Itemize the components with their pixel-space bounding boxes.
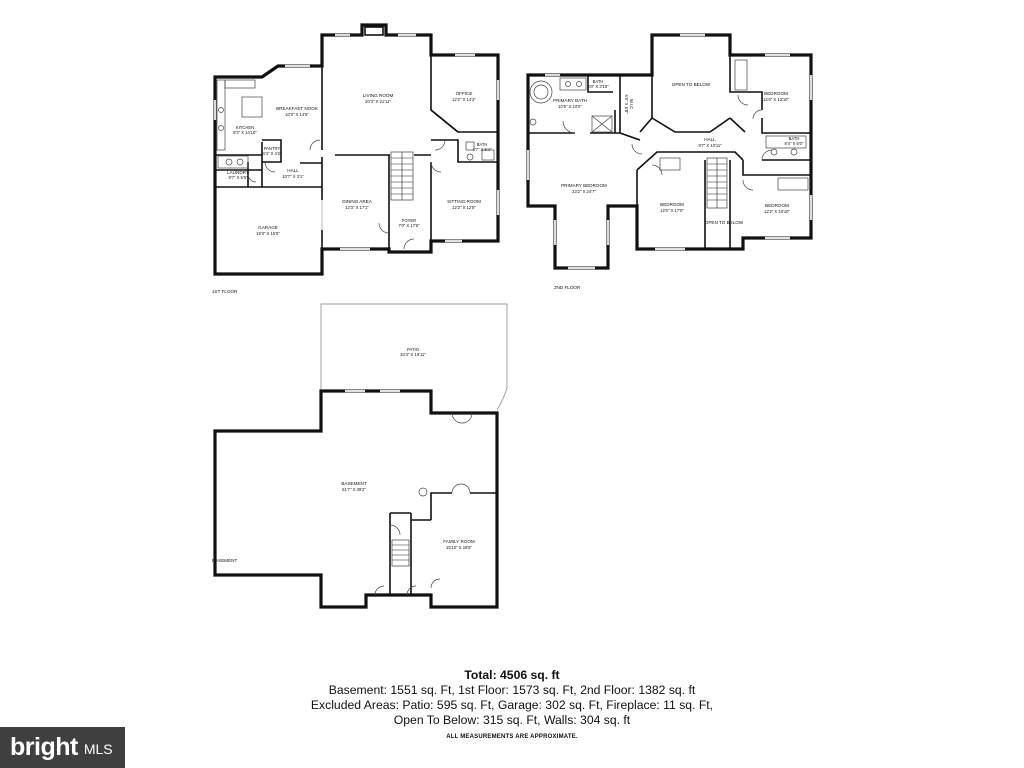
- room-name-hall-second: HALL: [704, 137, 716, 142]
- logo-secondary-text: MLS: [83, 741, 113, 757]
- logo-primary-text: bright: [10, 733, 78, 761]
- room-name-kitchen: KITCHEN: [236, 125, 254, 130]
- room-dims-wic: 6'6" X 6'8": [624, 94, 629, 114]
- room-dims-laundry: 8'7" X 5'5": [228, 175, 248, 180]
- hall-diagonal-walls: [639, 117, 746, 133]
- utility-circle: [418, 487, 428, 497]
- area-totals: Total: 4506 sq. ft Basement: 1551 sq. Ft…: [0, 668, 1024, 745]
- room-dims-basement: 51'7" X 39'2": [342, 487, 366, 492]
- office-diagonal-wall: [430, 109, 459, 133]
- room-dims-hall-second: 9'7" X 10'11": [698, 143, 722, 148]
- floor-label-basement: BASEMENT: [212, 558, 237, 563]
- room-dims-bedroom-ne: 14'6" X 13'10": [763, 97, 790, 102]
- patio-outline: [320, 303, 508, 411]
- room-name-bedroom-mid: BEDROOM: [660, 202, 684, 207]
- first-floor-inner-walls: [215, 55, 498, 249]
- room-dims-primary-bath: 10'6" X 10'0": [558, 104, 582, 109]
- room-name-living-room: LIVING ROOM: [363, 93, 394, 98]
- primary-bath-fixtures: [529, 77, 613, 133]
- first-floor-plan: BREAKFAST NOOK 10'3" X 14'6" KITCHEN 9'3…: [212, 23, 500, 294]
- second-floor-inner-walls: [528, 55, 811, 249]
- bright-mls-logo: bright MLS: [0, 727, 125, 768]
- basement-inner-walls: [389, 492, 497, 595]
- room-name-bedroom-se: BEDROOM: [765, 203, 789, 208]
- room-dims-breakfast-nook: 10'3" X 14'6": [285, 112, 309, 117]
- second-floor-windows: [526, 33, 813, 270]
- room-name-primary-bedroom: PRIMARY BEDROOM: [561, 183, 607, 188]
- room-name-open-to-below-top: OPEN TO BELOW: [672, 82, 711, 87]
- room-dims-kitchen: 9'3" X 14'10": [233, 130, 257, 135]
- room-name-breakfast-nook: BREAKFAST NOOK: [276, 106, 319, 111]
- second-floor-stairs: [706, 157, 728, 209]
- room-name-dining-area: DINING AREA: [342, 199, 373, 204]
- room-dims-hall-first: 10'7" X 3'1": [282, 174, 304, 179]
- floor-label-first: 1ST FLOOR: [212, 289, 238, 294]
- room-dims-garage: 19'3" X 15'8": [256, 231, 280, 236]
- first-floor-windows: [213, 33, 500, 251]
- second-floor-closets: [659, 59, 809, 191]
- room-dims-office: 12'2" X 14'2": [452, 97, 476, 102]
- room-name-garage: GARAGE: [258, 225, 278, 230]
- floor-label-second: 2ND FLOOR: [554, 285, 581, 290]
- room-name-bath-second: BATH: [593, 79, 604, 84]
- room-name-bath-third: BATH: [789, 136, 800, 141]
- first-floor-doors: [247, 139, 446, 250]
- basement-outer-wall: [213, 389, 499, 609]
- excluded-areas-cont: Open To Below: 315 sq. Ft, Walls: 304 sq…: [393, 713, 631, 727]
- basement-stairs: [391, 539, 410, 567]
- bath1-fixtures: [465, 141, 495, 161]
- room-name-open-to-below-bottom: OPEN TO BELOW: [705, 220, 744, 225]
- room-name-sitting-room: SITTING ROOM: [447, 199, 481, 204]
- room-name-laundry: LAUNDRY: [227, 170, 249, 175]
- first-floor-outer-wall: [213, 23, 500, 276]
- room-name-primary-bath: PRIMARY BATH: [553, 98, 587, 103]
- room-dims-bedroom-mid: 12'0" X 17'0": [660, 208, 684, 213]
- room-dims-foyer: 7'0" X 17'5": [398, 223, 420, 228]
- foyer-stairs: [390, 151, 414, 201]
- room-name-wic: W.I.C: [629, 99, 634, 109]
- second-floor-doors: [562, 94, 773, 191]
- excluded-areas: Excluded Areas: Patio: 595 sq. Ft, Garag…: [310, 698, 714, 712]
- room-name-bath-first: BATH: [477, 142, 488, 147]
- room-dims-bath-third: 8'4" X 5'0": [784, 141, 804, 146]
- room-dims-pantry: 4'4" X 4'2": [262, 151, 282, 156]
- room-dims-bath-first: 4'7" X 5'4": [472, 147, 492, 152]
- room-dims-family-room: 15'10" X 18'6": [446, 545, 473, 550]
- floor-areas: Basement: 1551 sq. Ft, 1st Floor: 1573 s…: [328, 683, 696, 697]
- room-name-foyer: FOYER: [402, 218, 416, 223]
- room-dims-primary-bedroom: 23'2" X 24'7": [572, 189, 596, 194]
- room-name-basement: BASEMENT: [341, 481, 366, 486]
- room-name-bedroom-ne: BEDROOM: [764, 91, 788, 96]
- fireplace: [364, 26, 384, 36]
- basement-doors: [374, 412, 473, 596]
- total-area: Total: 4506 sq. ft: [464, 668, 560, 682]
- measurement-note: ALL MEASUREMENTS ARE APPROXIMATE.: [446, 734, 578, 740]
- room-dims-bath-second: 6'0" X 3'10": [587, 84, 609, 89]
- room-name-office: OFFICE: [456, 91, 473, 96]
- basement-plan: PATIO 34'4" X 19'11" BASEMENT 51'7" X 39…: [212, 303, 508, 609]
- room-dims-dining-area: 12'3" X 17'1": [345, 205, 369, 210]
- room-dims-living-room: 20'3" X 21'11": [365, 99, 391, 104]
- room-dims-sitting-room: 12'2" X 12'5": [452, 205, 476, 210]
- room-name-hall-first: HALL: [287, 168, 299, 173]
- bath3-fixtures: [765, 135, 807, 156]
- room-name-patio: PATIO: [407, 347, 420, 352]
- second-floor-plan: PRIMARY BATH 10'6" X 10'0" BATH 6'0" X 3…: [526, 33, 813, 290]
- kitchen-fixtures: [216, 79, 263, 169]
- room-dims-bedroom-se: 12'2" X 10'10": [764, 209, 791, 214]
- room-name-family-room: FAMILY ROOM: [443, 539, 475, 544]
- room-dims-patio: 34'4" X 19'11": [400, 352, 426, 357]
- room-name-pantry: PANTRY: [264, 146, 281, 151]
